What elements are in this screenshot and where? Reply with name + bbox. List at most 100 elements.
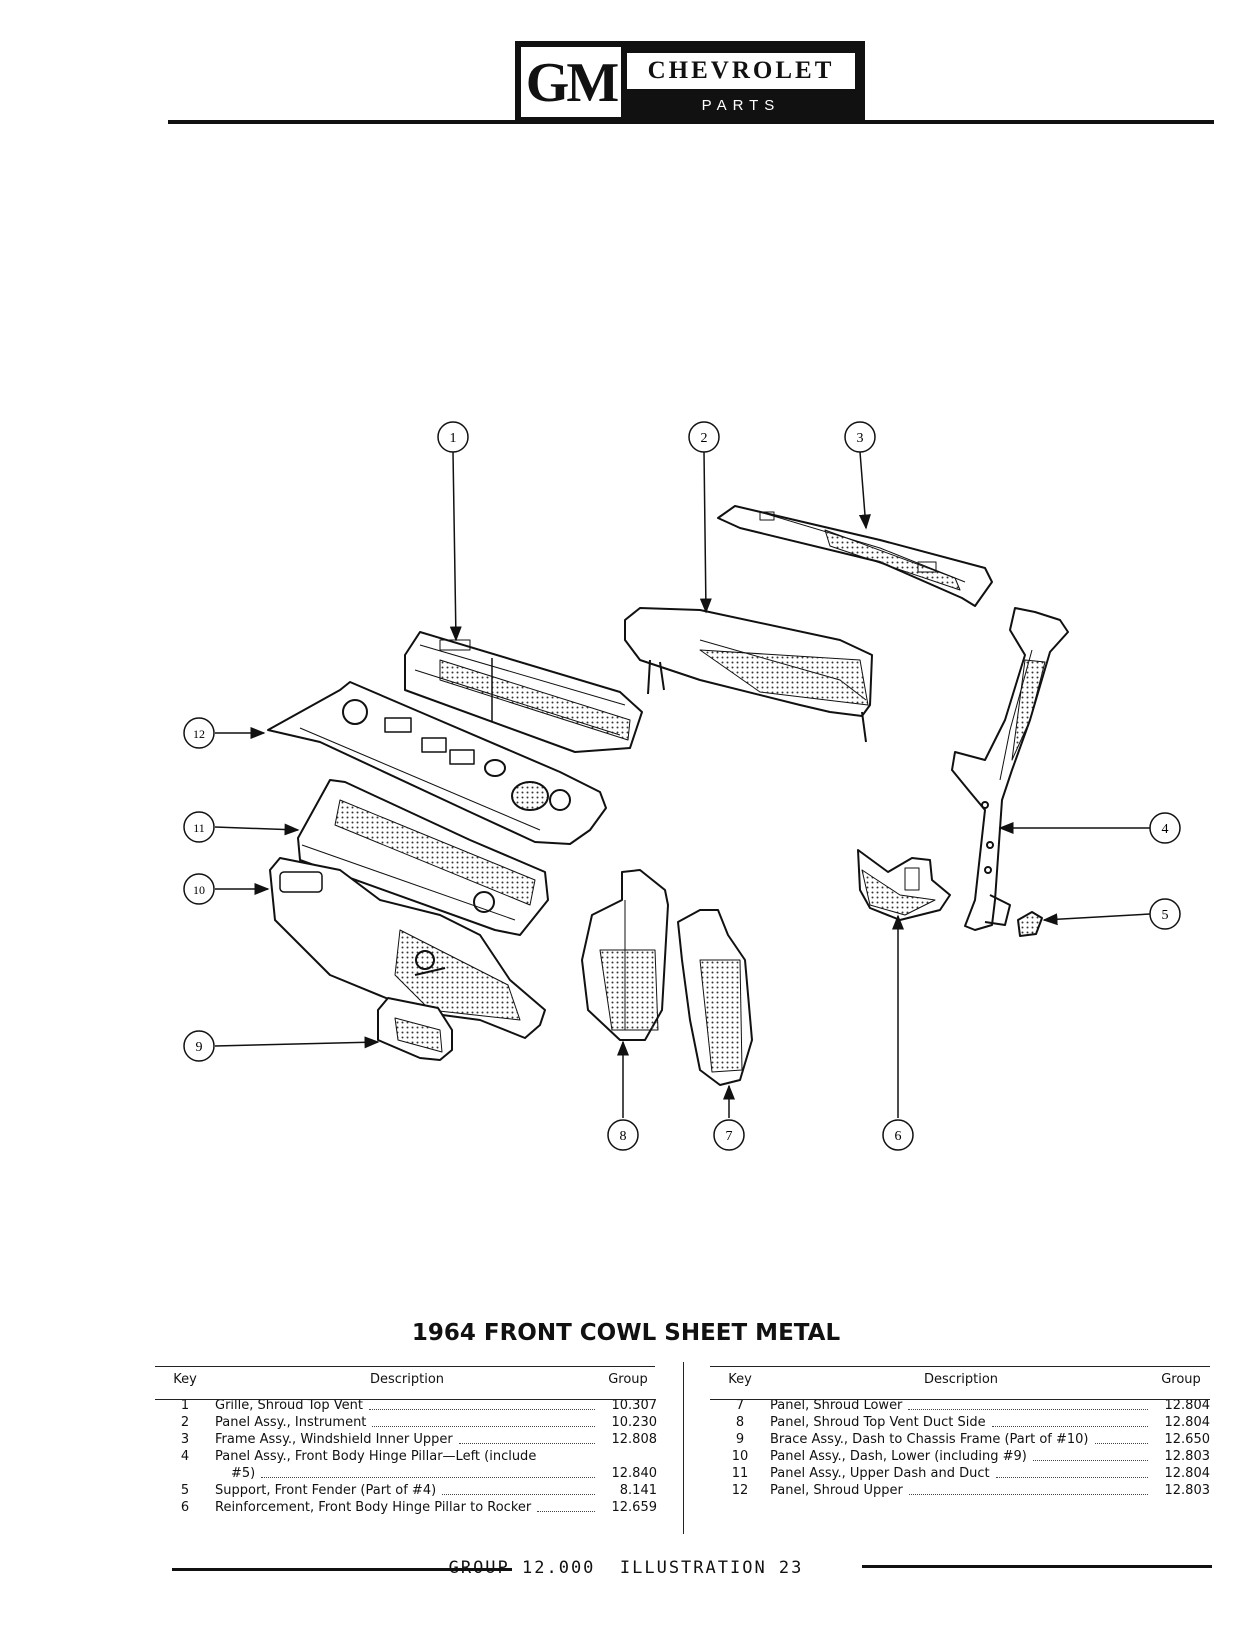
part-dash-brace	[377, 997, 453, 1061]
row-key: 12	[731, 1483, 749, 1498]
callout-label: 6	[895, 1129, 902, 1144]
row-key: 5	[180, 1483, 190, 1498]
table-row: 7 Panel, Shroud Lower 12.804	[710, 1397, 1210, 1414]
row-group: 10.230	[611, 1415, 658, 1430]
table-row: 11 Panel Assy., Upper Dash and Duct 12.8…	[710, 1465, 1210, 1482]
part-shroud-lower-panel	[677, 909, 753, 1086]
row-key: 1	[180, 1398, 190, 1413]
chevrolet-parts-catalogue-logo: GM CHEVROLET PARTS CATALOGUE	[515, 41, 865, 140]
row-group: 12.650	[1164, 1432, 1211, 1447]
leader-dots	[908, 1409, 1148, 1410]
row-description: Brace Assy., Dash to Chassis Frame (Part…	[770, 1432, 1089, 1447]
table-row: 6 Reinforcement, Front Body Hinge Pillar…	[155, 1499, 657, 1516]
callout-label: 3	[857, 431, 864, 446]
row-group: 12.804	[1164, 1398, 1211, 1413]
leader-dots	[537, 1511, 595, 1512]
row-description: Panel Assy., Dash, Lower (including #9)	[770, 1449, 1027, 1464]
column-header-key: Key	[173, 1372, 197, 1387]
catalogue-subtitle: PARTS CATALOGUE	[668, 97, 814, 140]
parts-table-right: Key Description Group 7 Panel, Shroud Lo…	[710, 1372, 1210, 1499]
callout-5: 5	[1149, 898, 1181, 930]
callout-label: 12	[193, 727, 205, 741]
row-group: 12.840	[611, 1466, 658, 1481]
callout-6: 6	[882, 1119, 914, 1151]
row-description: Panel Assy., Instrument	[215, 1415, 367, 1430]
row-group: 8.141	[619, 1483, 657, 1498]
part-hinge-pillar-reinforcement	[857, 849, 951, 921]
row-description: Panel, Shroud Top Vent Duct Side	[770, 1415, 986, 1430]
row-description-continuation: #5)	[231, 1466, 256, 1481]
column-header-group: Group	[1161, 1372, 1201, 1387]
row-key: 4	[180, 1449, 190, 1464]
parts-diagram: 1 2 3 4 5 6 7 8	[183, 421, 1181, 1151]
callout-label: 8	[620, 1129, 627, 1144]
header-rule	[168, 120, 1214, 124]
table-row: 5 Support, Front Fender (Part of #4) 8.1…	[155, 1482, 657, 1499]
table-header-rule-right	[710, 1399, 1210, 1400]
callout-label: 2	[701, 431, 708, 446]
callout-label: 7	[726, 1129, 733, 1144]
row-description: Support, Front Fender (Part of #4)	[215, 1483, 437, 1498]
leader-dots	[1032, 1460, 1148, 1461]
row-description: Frame Assy., Windshield Inner Upper	[215, 1432, 453, 1447]
callout-label: 9	[196, 1040, 203, 1055]
table-header-rule-left	[155, 1399, 655, 1400]
callout-2: 2	[688, 421, 720, 453]
table-row: 12 Panel, Shroud Upper 12.803	[710, 1482, 1210, 1499]
callout-label: 11	[193, 821, 205, 835]
table-header-row: Key Description Group	[710, 1372, 1210, 1397]
leader-dots	[261, 1477, 595, 1478]
callout-11: 11	[183, 811, 215, 843]
row-description: Panel Assy., Front Body Hinge Pillar—Lef…	[215, 1449, 537, 1464]
callout-3: 3	[844, 421, 876, 453]
part-lower-dash-panel	[269, 857, 546, 1039]
column-header-key: Key	[728, 1372, 752, 1387]
leader-dots	[1094, 1443, 1148, 1444]
table-row: 10 Panel Assy., Dash, Lower (including #…	[710, 1448, 1210, 1465]
table-row: 1 Grille, Shroud Top Vent 10.307	[155, 1397, 657, 1414]
leader-dots	[995, 1477, 1148, 1478]
callout-label: 1	[450, 431, 457, 446]
callout-7: 7	[713, 1119, 745, 1151]
row-key: 6	[180, 1500, 190, 1515]
row-key: 11	[731, 1466, 749, 1481]
brand-name: CHEVROLET	[627, 53, 855, 89]
callout-10: 10	[183, 873, 215, 905]
part-windshield-frame	[717, 505, 993, 607]
part-vent-duct-side	[581, 869, 669, 1041]
part-instrument-panel	[624, 607, 873, 743]
row-group: 12.804	[1164, 1415, 1211, 1430]
footer-rule-left	[172, 1568, 512, 1571]
table-row: 8 Panel, Shroud Top Vent Duct Side 12.80…	[710, 1414, 1210, 1431]
table-header-row: Key Description Group	[155, 1372, 657, 1397]
row-key: 3	[180, 1432, 190, 1447]
row-description: Panel, Shroud Lower	[770, 1398, 903, 1413]
row-key: 9	[735, 1432, 745, 1447]
row-description: Grille, Shroud Top Vent	[215, 1398, 363, 1413]
leader-dots	[458, 1443, 595, 1444]
column-header-group: Group	[608, 1372, 648, 1387]
table-row: 3 Frame Assy., Windshield Inner Upper 12…	[155, 1431, 657, 1448]
callout-4: 4	[1149, 812, 1181, 844]
part-upper-dash-duct	[297, 779, 549, 936]
row-group: 12.808	[611, 1432, 658, 1447]
leader-dots	[991, 1426, 1148, 1427]
table-column-separator	[683, 1362, 684, 1534]
leader-dots	[442, 1494, 595, 1495]
part-shroud-upper-panel	[267, 681, 607, 845]
callout-label: 4	[1162, 822, 1169, 837]
part-shroud-top-vent-grille	[404, 631, 643, 753]
callout-1: 1	[437, 421, 469, 453]
row-group: 12.804	[1164, 1466, 1211, 1481]
table-rule-left	[155, 1366, 655, 1367]
table-row: 4 Panel Assy., Front Body Hinge Pillar—L…	[155, 1448, 657, 1482]
row-group: 12.659	[611, 1500, 658, 1515]
row-group: 12.803	[1164, 1483, 1211, 1498]
leader-dots	[368, 1409, 595, 1410]
part-front-fender-support	[1017, 911, 1043, 937]
table-row: 9 Brace Assy., Dash to Chassis Frame (Pa…	[710, 1431, 1210, 1448]
row-key: 10	[731, 1449, 749, 1464]
column-header-description: Description	[923, 1372, 999, 1387]
leader-dots	[908, 1494, 1148, 1495]
callout-8: 8	[607, 1119, 639, 1151]
